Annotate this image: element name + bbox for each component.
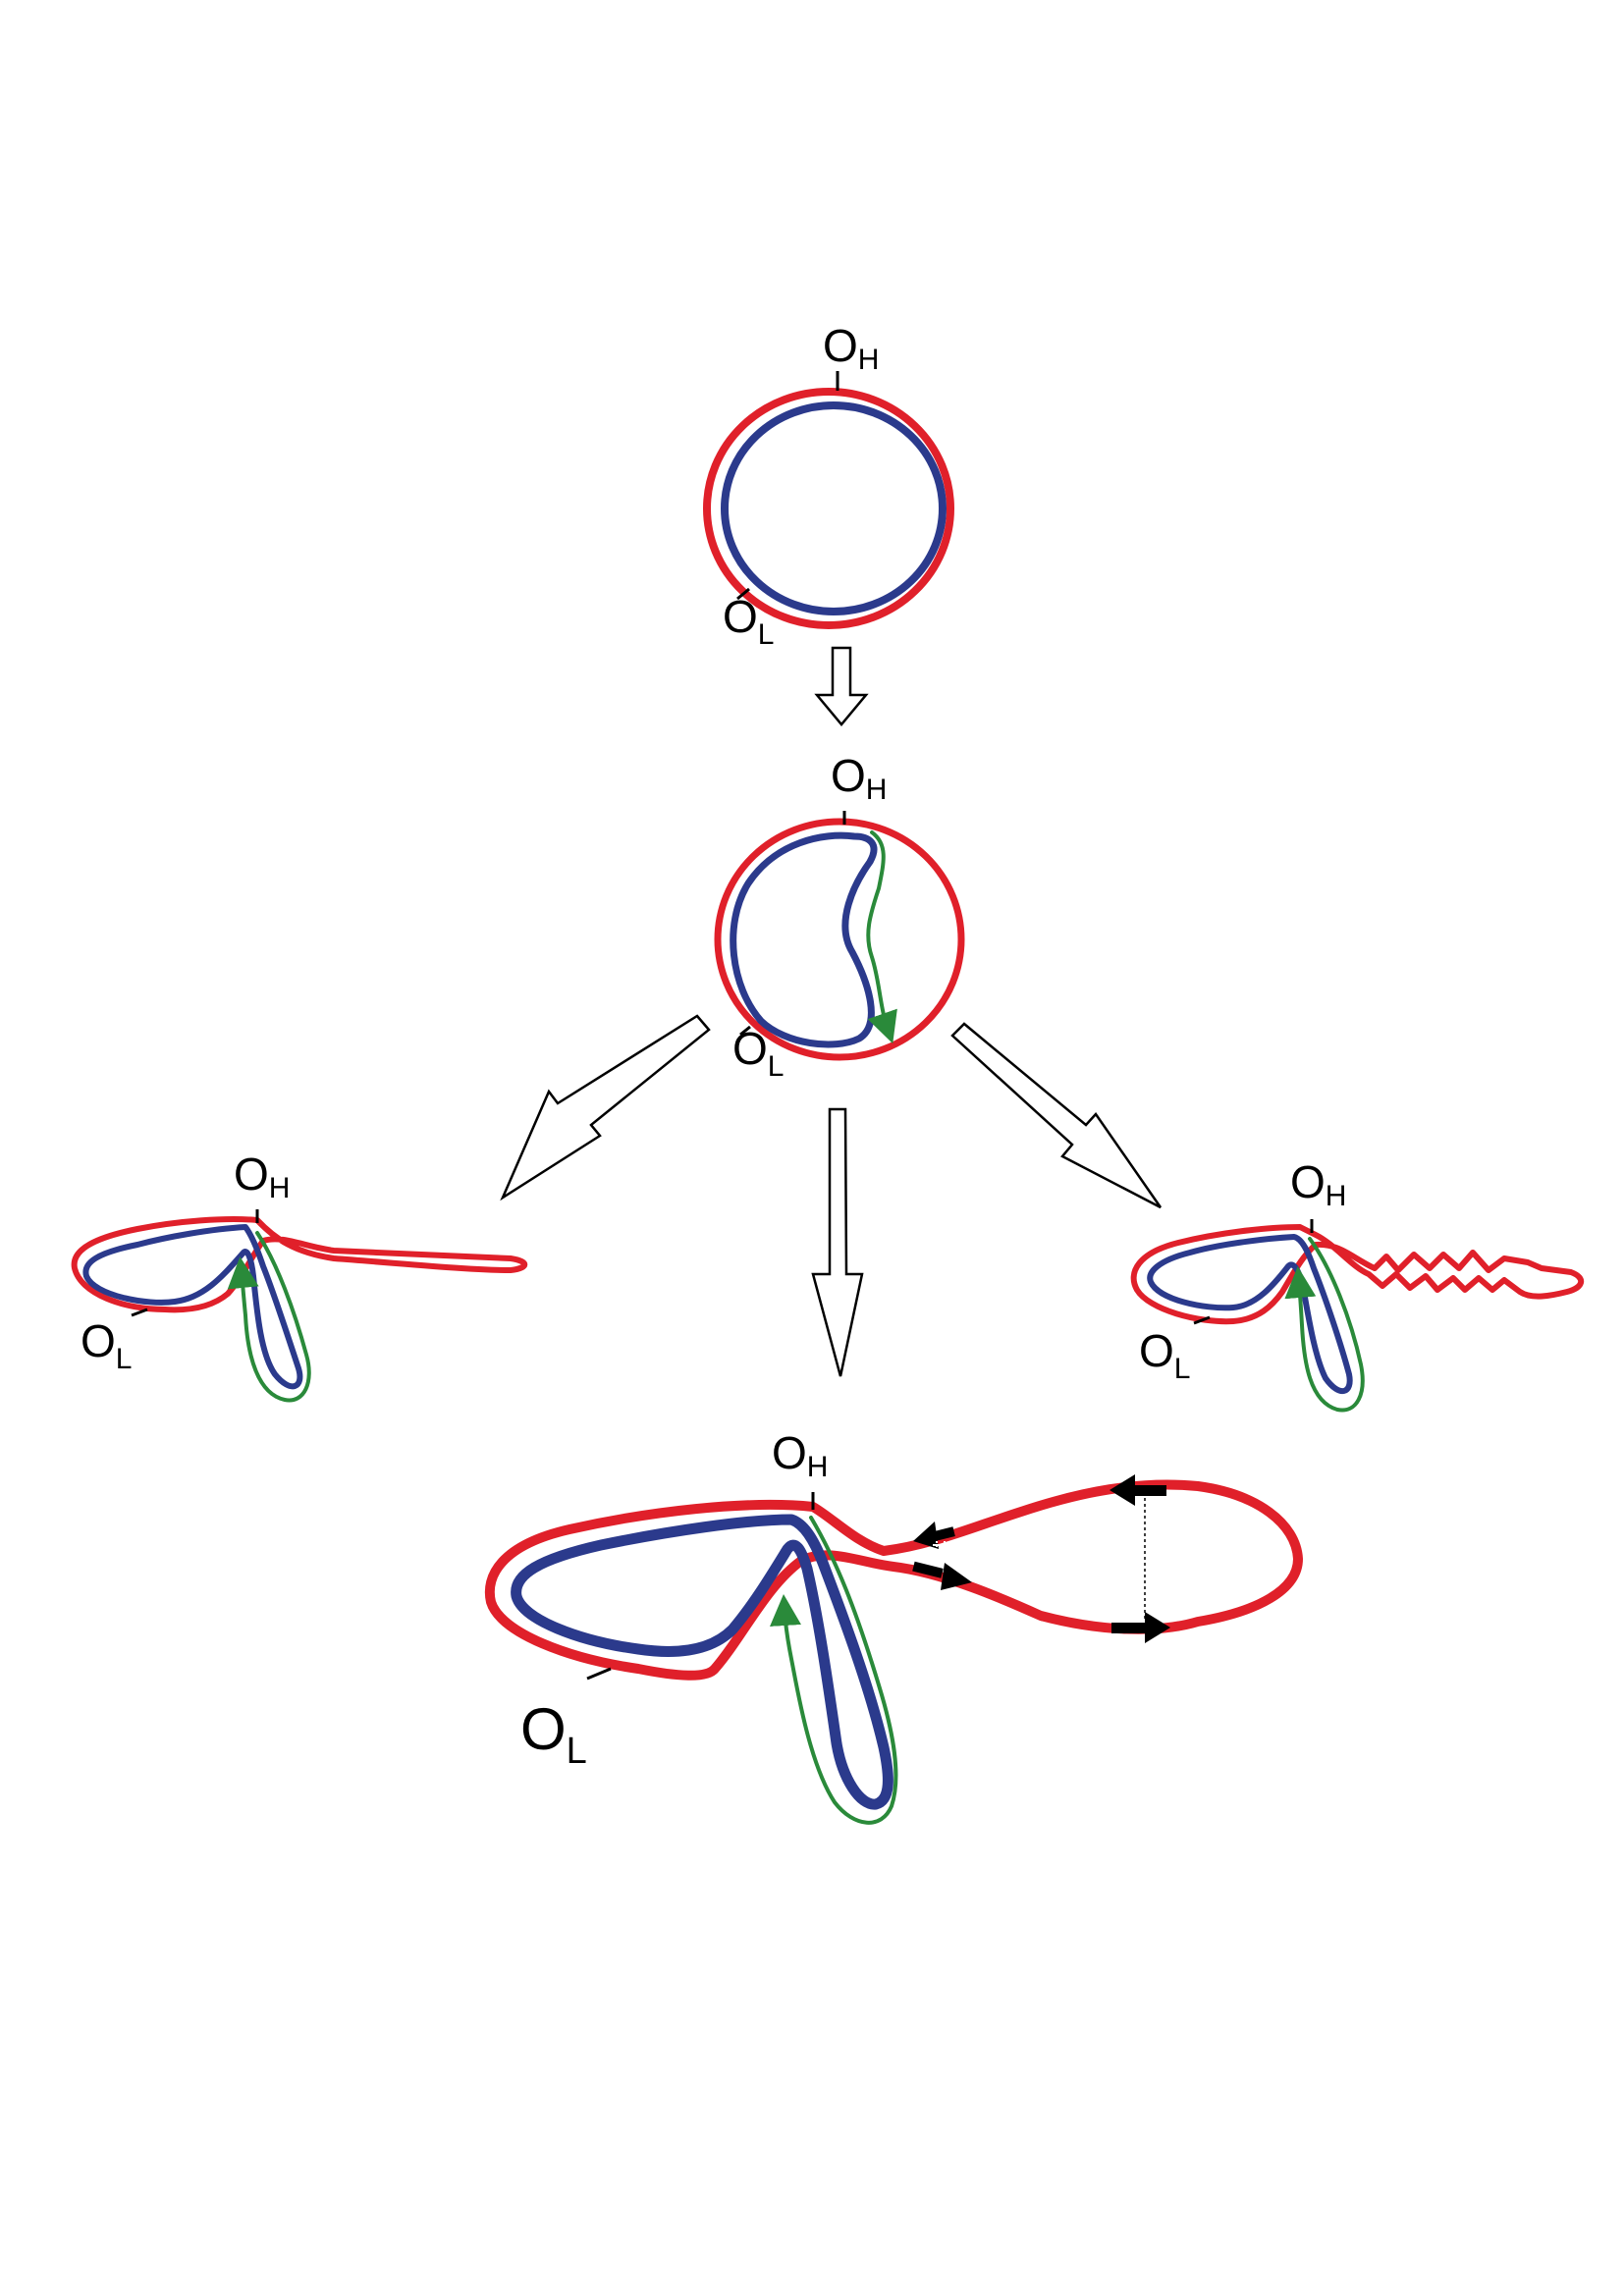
ol-label: OL (732, 1023, 784, 1083)
hollow-arrow-down (811, 1107, 864, 1377)
ol-label: OL (1139, 1325, 1190, 1385)
nascent-strand (227, 1231, 311, 1403)
stage-3-left-linear-tail: OH OL (71, 1148, 528, 1403)
light-strand-loop (82, 1224, 303, 1390)
nascent-strand (770, 1516, 898, 1825)
ol-label: OL (520, 1696, 587, 1772)
oh-label: OH (823, 320, 879, 376)
ol-label: OL (723, 591, 774, 651)
ol-origin-tick (586, 1667, 612, 1681)
heavy-strand (1130, 1224, 1584, 1325)
stage-2-displacement: OH OL (714, 750, 965, 1083)
stage-3-center-fork: OH OL (484, 1427, 1303, 1825)
hollow-arrow-down (814, 646, 869, 726)
nascent-strand (1284, 1237, 1365, 1413)
fork-arrow-left-far (1110, 1474, 1166, 1506)
oh-label: OH (1290, 1156, 1346, 1212)
stage-1-circular-dna: OH OL (703, 320, 954, 651)
ol-origin-tick (131, 1308, 148, 1317)
oh-label: OH (234, 1148, 290, 1204)
ol-origin-tick (739, 1025, 751, 1037)
ol-origin-tick (1193, 1315, 1211, 1325)
stage-3-right-irregular-tail: OH OL (1130, 1156, 1584, 1413)
ol-label: OL (81, 1315, 132, 1375)
oh-label: OH (831, 750, 887, 806)
fork-arrow-right-bottom (912, 1561, 972, 1590)
light-strand-loop (730, 831, 878, 1048)
hollow-arrow-down-right (950, 1022, 1163, 1209)
oh-label: OH (772, 1427, 828, 1483)
heavy-strand-circle (703, 388, 954, 629)
fork-arrow-right-far (1111, 1612, 1170, 1643)
ol-origin-tick (736, 587, 750, 601)
heavy-strand (71, 1216, 528, 1313)
fork-arrow-left-top (913, 1522, 955, 1549)
fork-junction-hatch (933, 1541, 950, 1565)
hollow-arrow-down-left (500, 1014, 711, 1201)
light-strand-circle (721, 401, 947, 615)
light-strand-loop (511, 1514, 893, 1810)
nascent-strand (866, 830, 897, 1044)
heavy-strand (484, 1479, 1303, 1681)
heavy-strand-circle (714, 818, 965, 1061)
